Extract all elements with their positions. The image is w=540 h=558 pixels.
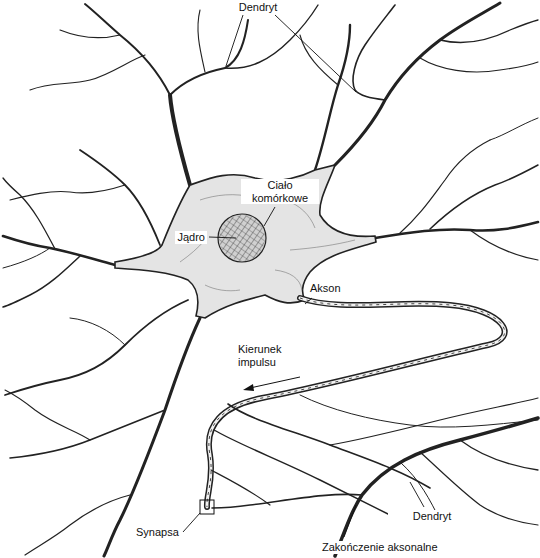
synapse-label: Synapsa (134, 526, 181, 539)
cell-body-label: Ciało komórkowe (241, 179, 319, 204)
axon-myelin (207, 298, 505, 507)
leader-lines (183, 15, 424, 537)
axon-terminal-label: Dendryt (388, 510, 476, 523)
dendrite-label: Zakończenie aksonalne (320, 541, 440, 554)
axon-core (207, 298, 505, 507)
axon-outline (207, 298, 505, 507)
cell-body (115, 165, 376, 318)
impulse-arrow (243, 377, 300, 391)
axon-label: Akson (308, 282, 343, 295)
synapse-box (200, 500, 214, 514)
dendrites (3, 3, 538, 556)
direction-label: Kierunek impulsu (236, 343, 298, 368)
dendrite-label: Dendryt (237, 1, 280, 14)
nucleus-label: Jądro (175, 231, 207, 244)
neighbour-dendrite (212, 418, 538, 556)
axon-terminals (211, 395, 538, 515)
